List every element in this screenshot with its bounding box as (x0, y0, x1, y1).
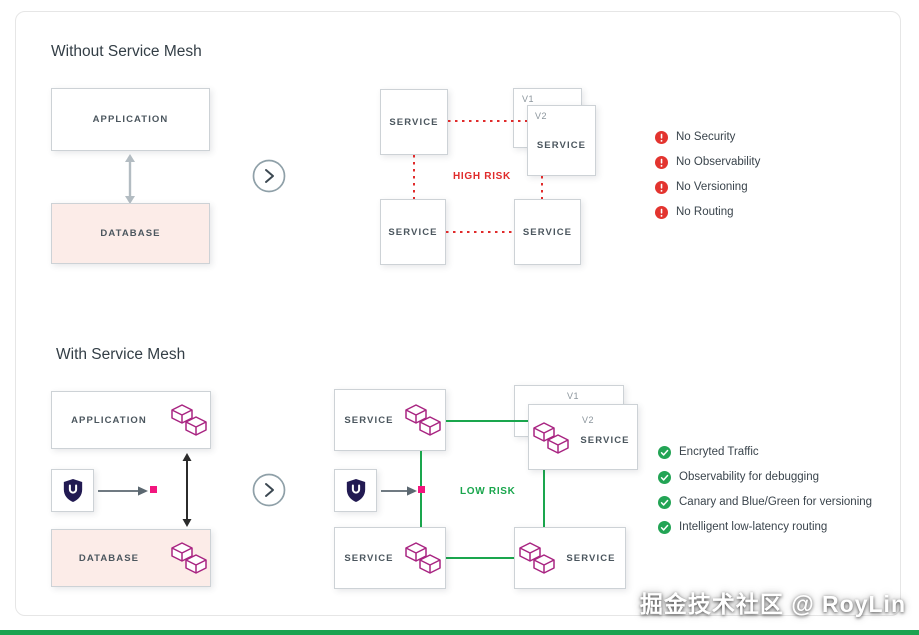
istio-shield-icon (346, 479, 365, 502)
secure-link-line (543, 470, 545, 527)
issue-item: No Observability (655, 155, 760, 169)
service-label: SERVICE (344, 552, 394, 564)
control-arrow (381, 485, 417, 497)
benefit-label: Intelligent low-latency routing (679, 521, 828, 533)
application-box: APPLICATION (51, 88, 210, 151)
database-label: DATABASE (100, 228, 161, 239)
low-risk-label: LOW RISK (460, 486, 516, 497)
application-label: APPLICATION (92, 114, 169, 125)
sidecar-proxy-icon (404, 403, 442, 437)
bottom-green-bar (0, 630, 919, 635)
v2-label: V2 (535, 111, 548, 121)
service-label: SERVICE (580, 435, 630, 446)
issue-item: No Routing (655, 205, 760, 219)
service-label: SERVICE (566, 552, 616, 564)
issue-item: No Versioning (655, 180, 760, 194)
chevron-right-icon (252, 473, 286, 507)
watermark: 掘金技术社区 @ RoyLin (639, 591, 906, 617)
traffic-intercept-dot (418, 486, 425, 493)
bidirectional-arrow-gray (124, 154, 136, 204)
service-box: SERVICE (380, 89, 448, 155)
issues-list: No Security No Observability (655, 130, 760, 219)
high-risk-label: HIGH RISK (453, 171, 511, 182)
traffic-intercept-dot (150, 486, 157, 493)
bidirectional-arrow-black (181, 453, 193, 527)
service-label: SERVICE (536, 140, 587, 151)
check-icon (658, 495, 671, 509)
mesh-control-box (51, 469, 94, 512)
v1-label: V1 (522, 94, 535, 104)
alert-icon (655, 180, 668, 194)
sidecar-proxy-icon (518, 541, 556, 575)
benefit-label: Encryted Traffic (679, 446, 759, 458)
section-title-without: Without Service Mesh (51, 43, 202, 60)
benefit-label: Observability for debugging (679, 471, 819, 483)
v2-label: V2 (582, 415, 595, 425)
application-label: APPLICATION (71, 414, 147, 426)
issue-label: No Security (676, 131, 736, 143)
service-box: SERVICE (514, 199, 581, 265)
section-title-with: With Service Mesh (56, 346, 186, 363)
sidecar-proxy-icon (170, 403, 208, 437)
database-box: DATABASE (51, 203, 210, 264)
service-label: SERVICE (522, 226, 573, 238)
insecure-link-line (448, 120, 528, 122)
issue-label: No Versioning (676, 181, 748, 193)
service-label: SERVICE (389, 116, 439, 128)
check-icon (658, 445, 671, 459)
service-box-meshed: SERVICE (514, 527, 626, 589)
alert-icon (655, 155, 668, 169)
service-box: SERVICE (380, 199, 446, 265)
service-box-meshed: SERVICE (334, 389, 446, 451)
issue-item: No Security (655, 130, 760, 144)
benefit-item: Canary and Blue/Green for versioning (658, 495, 872, 509)
secure-link-line (446, 557, 514, 559)
benefit-item: Observability for debugging (658, 470, 872, 484)
alert-icon (655, 205, 668, 219)
next-step-circle (252, 159, 286, 193)
insecure-link-line (446, 231, 514, 233)
issue-label: No Routing (676, 206, 734, 218)
mesh-control-box (334, 469, 377, 512)
insecure-link-line (541, 176, 543, 199)
application-box: APPLICATION (51, 391, 211, 449)
chevron-right-icon (252, 159, 286, 193)
service-v2-box: V2 SERVICE (527, 105, 596, 176)
service-label: SERVICE (344, 414, 394, 426)
service-box-meshed: SERVICE (334, 527, 446, 589)
alert-icon (655, 130, 668, 144)
secure-link-line (446, 420, 528, 422)
check-icon (658, 470, 671, 484)
database-label: DATABASE (78, 552, 140, 564)
check-icon (658, 520, 671, 534)
insecure-link-line (413, 155, 415, 199)
benefit-item: Encryted Traffic (658, 445, 872, 459)
benefit-label: Canary and Blue/Green for versioning (679, 496, 873, 508)
benefits-list: Encryted Traffic Observability for debug… (658, 445, 872, 534)
database-box: DATABASE (51, 529, 211, 587)
v1-label: V1 (567, 391, 580, 401)
diagram-card: Without Service Mesh APPLICATION DATABAS… (15, 11, 901, 616)
sidecar-proxy-icon (532, 421, 570, 455)
next-step-circle (252, 473, 286, 507)
control-arrow (98, 485, 148, 497)
istio-shield-icon (63, 479, 82, 502)
issue-label: No Observability (676, 156, 761, 168)
service-label: SERVICE (388, 226, 438, 238)
sidecar-proxy-icon (404, 541, 442, 575)
sidecar-proxy-icon (170, 541, 208, 575)
benefit-item: Intelligent low-latency routing (658, 520, 872, 534)
service-v2-box: V2 SERVICE (528, 404, 638, 470)
